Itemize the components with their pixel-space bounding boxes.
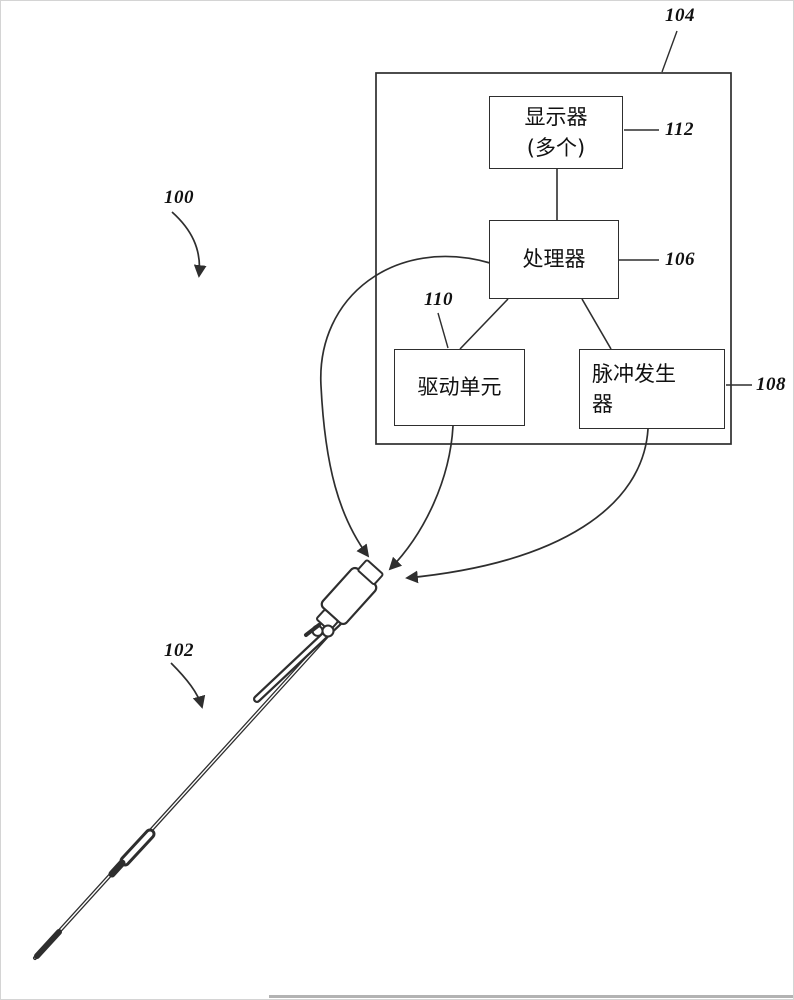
ref-100-arrow [171,211,207,278]
scan-edge-artifact [269,995,793,998]
device-handle-neck [316,609,339,632]
processor-driveunit-connector [459,298,509,350]
processor-to-device-arrow [320,255,491,558]
console-outer-box [375,72,732,445]
device-side-port-tube [304,623,321,637]
pulse-generator-label: 脉冲发生 器 [592,361,676,416]
ref-108: 108 [756,374,786,395]
device-mid-connector-highlight [122,831,153,864]
ref-102-arrow [170,662,206,709]
display-box: 显示器 (多个) [489,96,623,169]
driveunit-to-device-arrow [388,425,454,571]
device-handle-cap [357,559,384,585]
device-mid-connector-collar [108,859,126,878]
drive-unit-box: 驱动单元 [394,349,525,426]
ref-112: 112 [665,119,694,140]
ref-102: 102 [164,640,194,661]
processor-label: 处理器 [522,247,586,272]
drive-unit-label: 驱动单元 [417,375,502,400]
ref-110-tick [437,312,449,349]
pulse-generator-box: 脉冲发生 器 [579,349,725,429]
ref-110: 110 [424,289,453,310]
display-label: 显示器 (多个) [524,105,588,160]
device-side-port [321,624,335,638]
pulsegen-to-device-arrow [405,428,649,584]
ref-106: 106 [665,249,695,270]
device-handle-group [311,559,384,637]
device-shaft-highlight [34,622,340,959]
ref-100: 100 [164,187,194,208]
processor-pulsegen-connector [581,298,612,350]
ref-104-tick [661,30,678,73]
catheter-device-drawing [33,559,384,960]
device-tip [34,929,62,959]
ref-104: 104 [665,5,695,26]
processor-box: 处理器 [489,220,619,299]
